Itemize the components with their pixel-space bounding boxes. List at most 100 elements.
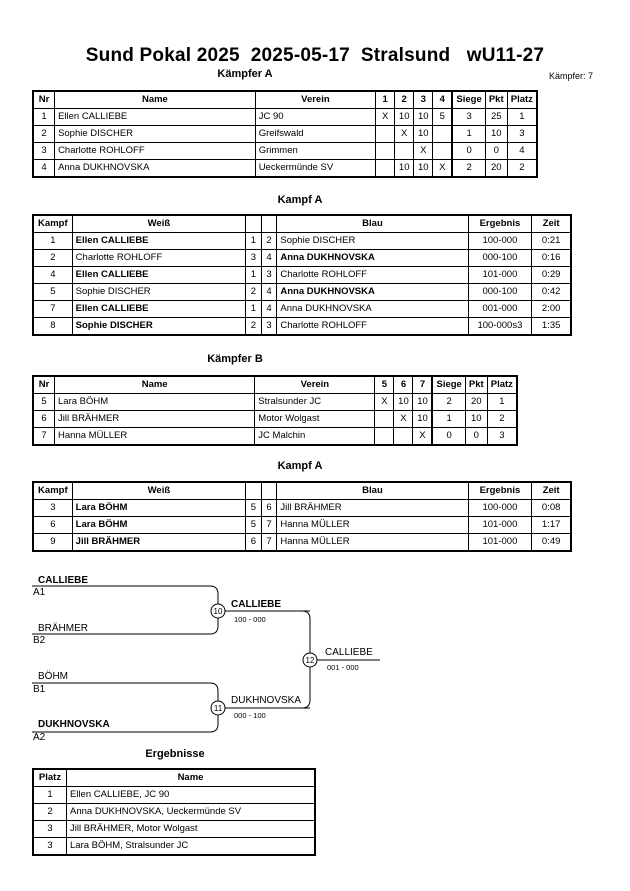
- competitor-club: JC Malchin: [254, 427, 376, 446]
- results-header-row: Platz Name: [32, 768, 316, 787]
- competitor-place: 1: [486, 393, 518, 411]
- white-fighter: Sophie DISCHER: [71, 317, 247, 336]
- col-m7: 7: [412, 375, 433, 394]
- fight-result: 100-000: [467, 232, 533, 250]
- competitor-club: Grimmen: [254, 142, 377, 160]
- bracket-seed-2: B2: [33, 635, 46, 646]
- competitor-club: Motor Wolgast: [254, 410, 376, 428]
- result-place: 2: [32, 803, 67, 821]
- white-fighter: Charlotte ROHLOFF: [71, 249, 247, 267]
- fight-result: 100-000: [467, 499, 533, 517]
- competitor-nr: 6: [32, 410, 56, 428]
- match-score: X: [413, 142, 434, 160]
- col-nr: Nr: [32, 375, 56, 394]
- match-score: X: [432, 159, 453, 178]
- match-12-number: 12: [306, 656, 315, 665]
- match-11-score: 000 - 100: [234, 711, 266, 720]
- col-place: Platz: [486, 375, 518, 394]
- fight-number: 2: [32, 249, 73, 267]
- col-fight: Kampf: [32, 214, 73, 233]
- blue-fighter-nr: 4: [260, 283, 278, 301]
- bracket-player-2: BRÄHMER: [38, 623, 89, 634]
- match-score: 10: [412, 393, 433, 411]
- fight-number: 8: [32, 317, 73, 336]
- col-m5: 5: [374, 375, 395, 394]
- fight-number: 4: [32, 266, 73, 284]
- blue-fighter-nr: 4: [260, 300, 278, 318]
- result-name: Jill BRÄHMER, Motor Wolgast: [66, 820, 316, 838]
- fights-b-header-row: Kampf Weiß Blau Ergebnis Zeit: [32, 481, 572, 500]
- fight-result: 101-000: [467, 516, 533, 534]
- fight-time: 0:29: [531, 266, 572, 284]
- fights-a-heading: Kampf A: [277, 194, 323, 206]
- blue-fighter-nr: 7: [260, 516, 278, 534]
- blue-fighter: Anna DUKHNOVSKA: [276, 249, 469, 267]
- competitor-wins: 1: [451, 125, 486, 143]
- blue-fighter: Charlotte ROHLOFF: [276, 317, 469, 336]
- blue-fighter: Anna DUKHNOVSKA: [276, 283, 469, 301]
- white-fighter-nr: 5: [245, 499, 262, 517]
- bracket-lines: 10 11 12: [32, 585, 380, 733]
- blue-fighter: Anna DUKHNOVSKA: [276, 300, 469, 318]
- competitor-name: Hanna MÜLLER: [54, 427, 256, 446]
- competitor-points: 0: [484, 142, 508, 160]
- match-score: X: [393, 410, 414, 428]
- col-name: Name: [66, 768, 316, 787]
- competitor-place: 2: [486, 410, 518, 428]
- pool-a-table: Nr Name Verein 1 2 3 4 Siege Pkt Platz 1…: [32, 90, 538, 178]
- competitor-nr: 4: [32, 159, 56, 178]
- bracket-seed-3: B1: [33, 684, 46, 695]
- match-score: X: [375, 108, 396, 126]
- blue-fighter: Charlotte ROHLOFF: [276, 266, 469, 284]
- match-10-winner: CALLIEBE: [231, 599, 281, 610]
- col-m1: 1: [375, 90, 396, 109]
- match-10-score: 100 - 000: [234, 615, 266, 624]
- competitor-nr: 7: [32, 427, 56, 446]
- match-score: 10: [394, 108, 415, 126]
- pool-b-header-row: Nr Name Verein 5 6 7 Siege Pkt Platz: [32, 375, 518, 394]
- col-place: Platz: [32, 768, 67, 787]
- fight-time: 0:49: [531, 533, 572, 552]
- fight-result: 100-000s3: [467, 317, 533, 336]
- result-place: 1: [32, 786, 67, 804]
- competitor-points: 25: [484, 108, 508, 126]
- fight-result: 001-000: [467, 300, 533, 318]
- white-fighter-nr: 3: [245, 249, 262, 267]
- competitor-name: Lara BÖHM: [54, 393, 256, 411]
- competitor-nr: 3: [32, 142, 56, 160]
- competitor-place: 2: [506, 159, 538, 178]
- competitor-nr: 1: [32, 108, 56, 126]
- white-fighter: Lara BÖHM: [71, 499, 247, 517]
- competitor-place: 4: [506, 142, 538, 160]
- match-score: [375, 159, 396, 178]
- col-time: Zeit: [531, 214, 572, 233]
- competitor-wins: 0: [451, 142, 486, 160]
- bracket-player-1: CALLIEBE: [38, 575, 88, 586]
- blue-fighter: Jill BRÄHMER: [276, 499, 469, 517]
- col-club: Verein: [254, 90, 377, 109]
- competitor-wins: 0: [431, 427, 466, 446]
- final-score: 001 - 000: [327, 663, 359, 672]
- fight-result: 101-000: [467, 266, 533, 284]
- white-fighter-nr: 1: [245, 232, 262, 250]
- white-fighter-nr: 1: [245, 266, 262, 284]
- match-10-number: 10: [214, 607, 223, 616]
- fight-time: 0:08: [531, 499, 572, 517]
- bracket-seed-4: A2: [33, 732, 46, 743]
- result-place: 3: [32, 820, 67, 838]
- white-fighter-nr: 1: [245, 300, 262, 318]
- match-score: [375, 142, 396, 160]
- fight-result: 000-100: [467, 249, 533, 267]
- bracket-seed-1: A1: [33, 587, 46, 598]
- col-nr: Nr: [32, 90, 56, 109]
- competitor-nr: 2: [32, 125, 56, 143]
